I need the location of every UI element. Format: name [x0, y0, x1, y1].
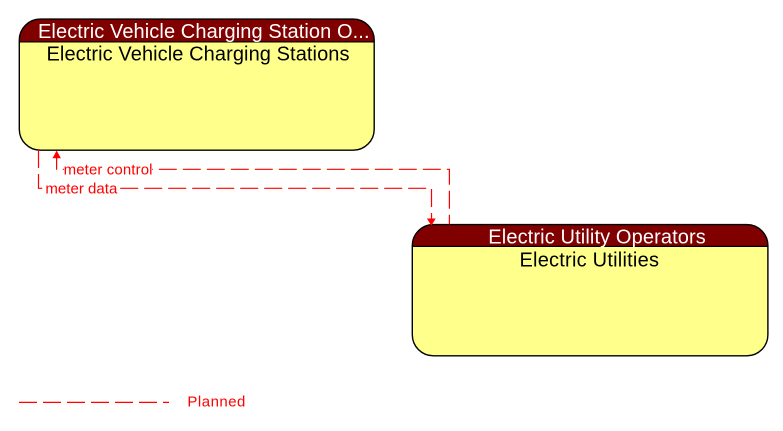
svg-text:meter control: meter control — [64, 162, 153, 179]
svg-text:meter data: meter data — [45, 181, 118, 198]
svg-text:Planned: Planned — [187, 394, 245, 411]
svg-text:Electric Utility Operators: Electric Utility Operators — [488, 227, 706, 249]
svg-text:Electric Vehicle Charging Stat: Electric Vehicle Charging Station O... — [38, 21, 370, 43]
svg-text:Electric Utilities: Electric Utilities — [519, 249, 659, 271]
svg-text:Electric Vehicle Charging Stat: Electric Vehicle Charging Stations — [47, 43, 350, 65]
